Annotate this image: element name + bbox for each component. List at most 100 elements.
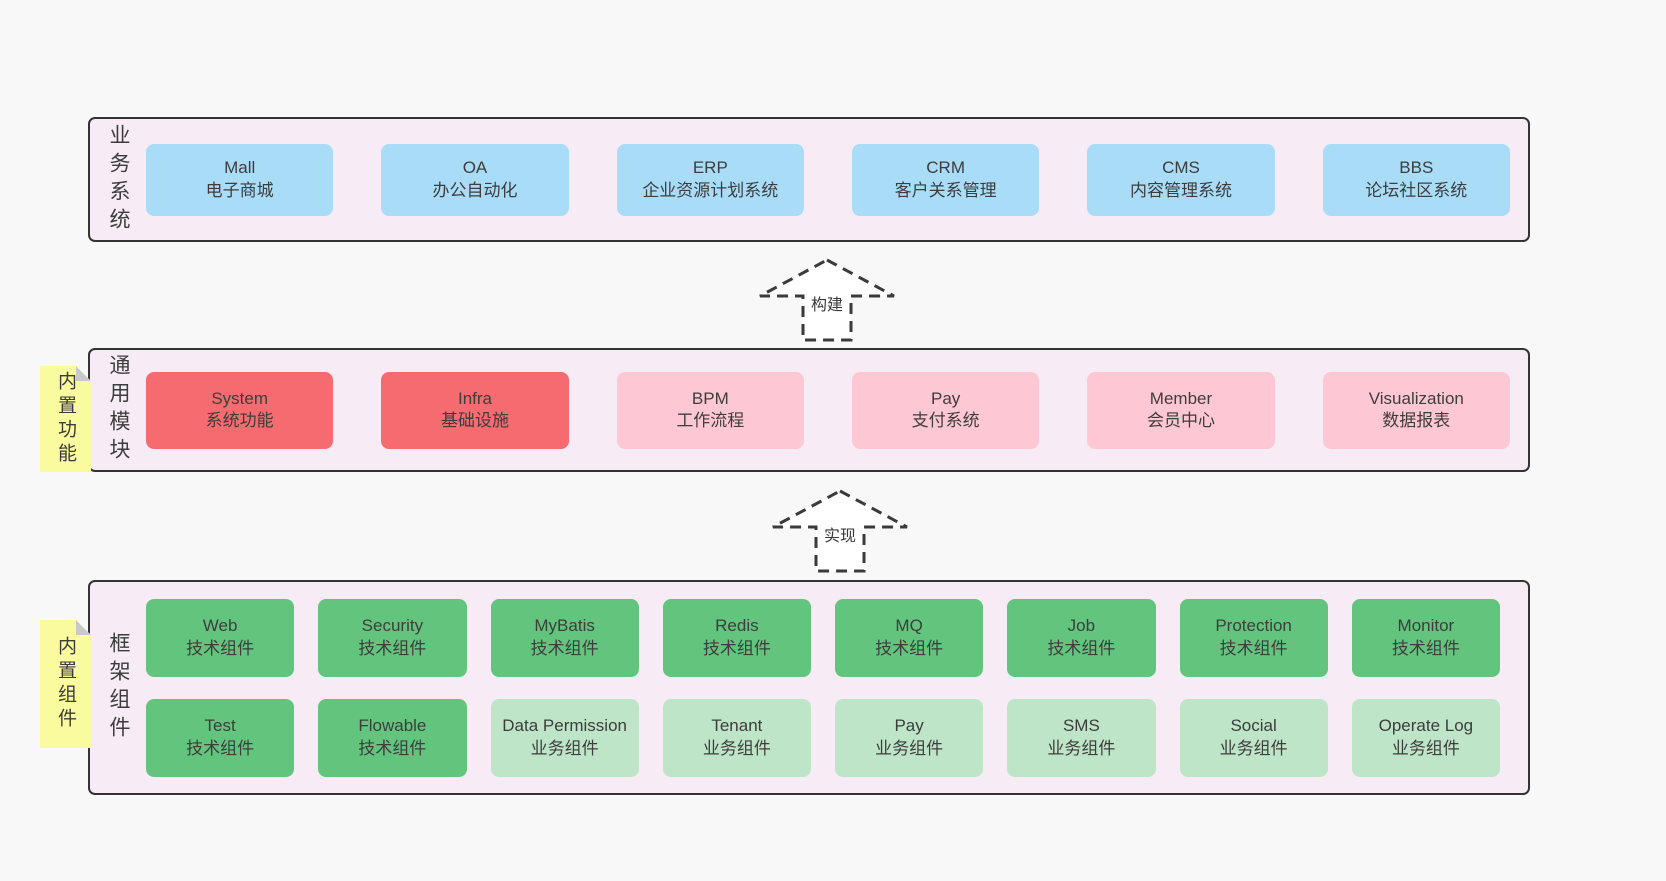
box-desc: 数据报表 <box>1382 411 1451 430</box>
band-business-systems-label: 业务系统 <box>107 123 130 236</box>
box-data-permission: Data Permission 业务组件 <box>490 698 639 777</box>
arrow-build: 构建 <box>752 256 902 344</box>
band-framework-components-boxes: Web 技术组件 Security 技术组件 MyBatis 技术组件 Redi… <box>146 582 1500 793</box>
box-monitor: Monitor 技术组件 <box>1351 598 1500 677</box>
box-desc: 业务组件 <box>1047 738 1116 758</box>
box-operate-log: Operate Log 业务组件 <box>1351 698 1500 777</box>
box-desc: 技术组件 <box>1391 638 1460 658</box>
folded-corner-icon <box>76 620 91 635</box>
band-common-modules-label: 通用模块 <box>107 354 130 466</box>
box-desc: 业务组件 <box>1391 738 1460 758</box>
box-name: Pay <box>894 716 924 736</box>
box-name: SMS <box>1062 716 1100 736</box>
box-name: Data Permission <box>502 716 627 736</box>
box-crm: CRM 客户关系管理 <box>851 143 1040 216</box>
box-name: Mall <box>224 158 256 178</box>
box-name: Web <box>202 616 238 636</box>
box-pay-business: Pay 业务组件 <box>835 698 984 777</box>
box-name: Security <box>361 616 424 636</box>
box-name: Visualization <box>1368 388 1464 408</box>
sticky-note-built-in-components: 内置组件 <box>40 620 91 748</box>
box-mybatis: MyBatis 技术组件 <box>490 598 639 677</box>
box-name: Protection <box>1215 616 1292 636</box>
box-name: Monitor <box>1397 616 1455 636</box>
box-name: Social <box>1230 716 1277 736</box>
box-name: MyBatis <box>534 616 595 636</box>
box-desc: 技术组件 <box>186 738 255 758</box>
components-row-2: Test 技术组件 Flowable 技术组件 Data Permission … <box>146 698 1500 777</box>
box-desc: 基础设施 <box>440 411 509 430</box>
box-system: System 系统功能 <box>146 371 334 449</box>
box-name: Pay <box>931 388 961 408</box>
box-name: Member <box>1149 388 1213 408</box>
box-web: Web 技术组件 <box>146 598 295 677</box>
box-name: CRM <box>926 158 965 178</box>
box-name: ERP <box>692 158 728 178</box>
box-redis: Redis 技术组件 <box>662 598 811 677</box>
arrow-implement-label: 实现 <box>820 521 860 547</box>
box-desc: 技术组件 <box>186 638 255 658</box>
components-row-1: Web 技术组件 Security 技术组件 MyBatis 技术组件 Redi… <box>146 598 1500 677</box>
box-infra: Infra 基础设施 <box>381 371 569 449</box>
box-desc: 办公自动化 <box>432 180 518 200</box>
box-name: System <box>211 388 268 408</box>
box-desc: 业务组件 <box>530 738 599 758</box>
box-mq: MQ 技术组件 <box>835 598 984 677</box>
sticky-note-built-in-features: 内置功能 <box>40 366 91 472</box>
box-desc: 业务组件 <box>702 738 771 758</box>
box-name: Operate Log <box>1378 716 1474 736</box>
box-desc: 技术组件 <box>875 638 944 658</box>
box-name: Redis <box>715 616 759 636</box>
box-desc: 技术组件 <box>358 638 427 658</box>
box-desc: 业务组件 <box>875 738 944 758</box>
box-erp: ERP 企业资源计划系统 <box>616 143 804 216</box>
box-tenant: Tenant 业务组件 <box>662 698 811 777</box>
box-bbs: BBS 论坛社区系统 <box>1322 143 1510 216</box>
box-name: BPM <box>691 388 729 408</box>
box-name: MQ <box>895 616 923 636</box>
box-desc: 企业资源计划系统 <box>642 180 779 200</box>
box-name: Job <box>1067 616 1096 636</box>
box-member: Member 会员中心 <box>1087 371 1275 449</box>
box-job: Job 技术组件 <box>1007 598 1156 677</box>
box-name: BBS <box>1399 158 1434 178</box>
band-business-systems: 业务系统 Mall 电子商城 OA 办公自动化 ERP 企业资源计划系统 CRM… <box>88 117 1530 242</box>
box-desc: 客户关系管理 <box>894 180 997 200</box>
box-desc: 技术组件 <box>358 738 427 758</box>
box-desc: 业务组件 <box>1219 738 1288 758</box>
sticky-note-text: 内置功能 <box>55 371 76 467</box>
box-name: CMS <box>1162 158 1200 178</box>
band-common-modules: 内置功能 通用模块 System 系统功能 Infra 基础设施 BPM 工作流… <box>88 348 1530 472</box>
folded-corner-icon <box>76 366 91 381</box>
box-desc: 技术组件 <box>530 638 599 658</box>
box-name: Tenant <box>711 716 763 736</box>
box-flowable: Flowable 技术组件 <box>318 698 467 777</box>
box-social: Social 业务组件 <box>1179 698 1328 777</box>
band-business-systems-boxes: Mall 电子商城 OA 办公自动化 ERP 企业资源计划系统 CRM 客户关系… <box>146 119 1510 240</box>
box-visualization: Visualization 数据报表 <box>1322 371 1510 449</box>
box-desc: 会员中心 <box>1146 411 1215 430</box>
box-desc: 电子商城 <box>205 180 274 200</box>
box-protection: Protection 技术组件 <box>1179 598 1328 677</box>
box-desc: 技术组件 <box>1047 638 1116 658</box>
box-sms: SMS 业务组件 <box>1007 698 1156 777</box>
box-oa: OA 办公自动化 <box>381 143 569 216</box>
box-desc: 论坛社区系统 <box>1365 180 1468 200</box>
box-desc: 系统功能 <box>205 411 274 430</box>
box-mall: Mall 电子商城 <box>146 143 334 216</box>
sticky-note-text: 内置组件 <box>55 636 76 732</box>
box-desc: 工作流程 <box>676 411 745 430</box>
box-test: Test 技术组件 <box>146 698 295 777</box>
box-name: Test <box>204 716 236 736</box>
box-desc: 技术组件 <box>702 638 771 658</box>
box-bpm: BPM 工作流程 <box>616 371 804 449</box>
box-name: Flowable <box>358 716 427 736</box>
box-desc: 内容管理系统 <box>1129 180 1232 200</box>
band-framework-components: 内置组件 框架组件 Web 技术组件 Security 技术组件 MyBatis… <box>88 580 1530 795</box>
box-desc: 支付系统 <box>911 411 980 430</box>
band-framework-components-label: 框架组件 <box>107 631 130 744</box>
box-name: Infra <box>457 388 492 408</box>
box-security: Security 技术组件 <box>318 598 467 677</box>
box-cms: CMS 内容管理系统 <box>1087 143 1275 216</box>
